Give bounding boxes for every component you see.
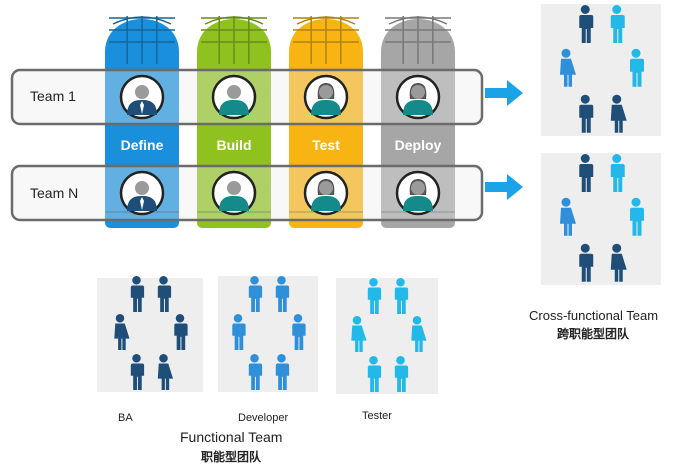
dome-arc <box>296 16 356 25</box>
avatar-icon <box>119 170 165 216</box>
avatar-icon <box>119 74 165 120</box>
avatar-icon <box>395 170 441 216</box>
avatar-icon <box>211 74 257 120</box>
crossfunctional-team-caption-zh: 跨职能型团队 <box>557 327 630 341</box>
stage-label-define: Define <box>120 137 164 153</box>
functional-team-caption-zh: 职能型团队 <box>201 450 262 464</box>
team-n-label: Team N <box>30 185 79 201</box>
stage-label-deploy: Deploy <box>394 137 442 153</box>
dome-arc <box>204 16 264 25</box>
stage-label-test: Test <box>312 137 340 153</box>
group-label-developer: Developer <box>238 412 289 424</box>
stage-label-build: Build <box>216 137 252 153</box>
team-1-label: Team 1 <box>30 88 76 104</box>
group-label-tester: Tester <box>362 410 392 422</box>
avatar-icon <box>211 170 257 216</box>
crossfunctional-team-caption: Cross-functional Team <box>529 308 659 323</box>
dome-arc <box>112 16 172 25</box>
avatar-icon <box>303 74 349 120</box>
avatars <box>119 74 441 216</box>
right-arrow-icon <box>485 80 523 106</box>
people-panels <box>97 4 661 394</box>
arrows <box>485 80 523 200</box>
right-arrow-icon <box>485 174 523 200</box>
group-label-ba: BA <box>118 412 133 424</box>
avatar-icon <box>395 74 441 120</box>
dome-arc <box>388 16 448 25</box>
avatar-icon <box>303 170 349 216</box>
functional-team-caption: Functional Team <box>180 429 283 445</box>
